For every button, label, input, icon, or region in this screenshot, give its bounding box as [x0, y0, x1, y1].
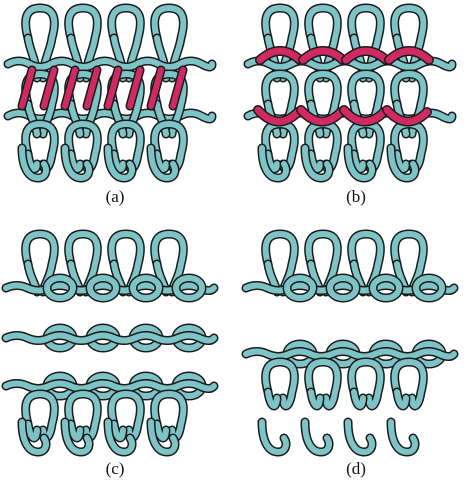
panel-c-bottom-loop-1-left	[68, 421, 83, 441]
panel-d-knit-structure	[241, 229, 459, 457]
panel-d-caption: (d)	[346, 459, 366, 478]
panel-b-hook-3	[388, 145, 418, 182]
panel-b-float-upper-0	[256, 47, 304, 64]
panel-d-bottom-loop-0-left	[265, 389, 280, 409]
panel-b-bottom-loop-3-left	[394, 151, 409, 172]
panel-d-bottom-loop-3-left	[394, 389, 409, 409]
panel-c-course-2	[3, 332, 217, 344]
panel-c-bottom-loop-0-left	[25, 421, 40, 441]
panel-a-bottom-loop-3-left	[154, 151, 169, 172]
panel-c-ring-0-2	[130, 275, 163, 301]
panel-a-bottom-loop-2-left	[111, 151, 126, 172]
panel-a-course-1	[5, 58, 215, 70]
panel-a-hook-0	[19, 145, 49, 182]
panel-a-hook-2	[105, 145, 135, 182]
panel-b-bottom-loop-1-left	[308, 151, 323, 172]
panel-c-ring-0-3	[173, 275, 206, 301]
panel-b-bottom-loop-2-left	[351, 151, 366, 172]
panel-a-hook-1	[62, 145, 92, 182]
panel-d-hook-1	[302, 419, 332, 456]
panel-a-bottom-loop-1-left	[68, 151, 83, 172]
panel-c-hook-0	[19, 419, 49, 456]
panel-c-hook-2	[105, 419, 135, 456]
panel-c-bottom-loop-3-left	[154, 421, 169, 441]
panel-d-hook-2	[345, 419, 375, 456]
panel-c-bottom-loop-2-left	[111, 421, 126, 441]
panel-b-caption: (b)	[346, 187, 366, 206]
panel-d-bottom-loop-1-right	[305, 358, 341, 409]
panel-b-float-lower-3	[383, 106, 431, 125]
panel-a-top-loop-3-right	[151, 4, 187, 81]
panel-a-top-loop-1-right	[65, 4, 101, 81]
panel-b-float-lower-2	[340, 106, 388, 125]
panel-b-bottom-loop-0-left	[265, 151, 280, 172]
panel-b-float-upper-2	[342, 47, 390, 64]
panel-a-tuck-structure	[3, 3, 217, 183]
panel-c-ring-0-1	[87, 275, 120, 301]
panel-b-float-lower-1	[297, 106, 345, 125]
panel-b-float-lower-0	[254, 106, 302, 125]
panel-d-hook-0	[259, 419, 289, 456]
panel-d-ring-0-1	[327, 275, 360, 301]
panel-b-float-upper-1	[299, 47, 347, 64]
panel-a-bottom-loop-0-left	[25, 151, 40, 172]
panel-c-ring-0-0	[44, 275, 77, 301]
panel-b-hook-0	[259, 145, 289, 182]
panel-b-float-upper-3	[385, 47, 433, 64]
panel-b-hook-2	[345, 145, 375, 182]
panel-a-top-loop-0-right	[22, 4, 58, 81]
panel-b-float-structure	[243, 3, 457, 183]
panel-d-ring-0-3	[413, 275, 446, 301]
panel-a-tuck-stitch-3	[148, 67, 186, 109]
panel-d-bottom-loop-2-right	[348, 358, 384, 409]
panel-d-bottom-loop-1-left	[308, 389, 323, 409]
panel-c-caption: (c)	[106, 459, 125, 478]
panel-d-ring-0-0	[284, 275, 317, 301]
panel-a-top-loop-2-right	[108, 4, 144, 81]
panel-c-hook-1	[62, 419, 92, 456]
panel-d-bottom-loop-2-left	[351, 389, 366, 409]
panel-d-hook-3	[388, 419, 418, 456]
panel-d-ring-0-2	[370, 275, 403, 301]
panel-c-hook-3	[148, 419, 178, 456]
panel-d-bottom-loop-3-right	[391, 358, 427, 409]
panel-a-tuck-stitch-2	[105, 67, 143, 109]
panel-a-hook-3	[148, 145, 178, 182]
panel-a-caption: (a)	[106, 187, 125, 206]
panel-d-course-2	[243, 348, 457, 360]
panel-c-knit-structure	[1, 229, 219, 457]
panel-d-bottom-loop-0-right	[262, 358, 298, 409]
panel-a-tuck-stitch-1	[62, 67, 100, 109]
panel-a-tuck-stitch-0	[19, 67, 57, 109]
panel-b-hook-1	[302, 145, 332, 182]
panel-c-course-3	[3, 380, 217, 392]
